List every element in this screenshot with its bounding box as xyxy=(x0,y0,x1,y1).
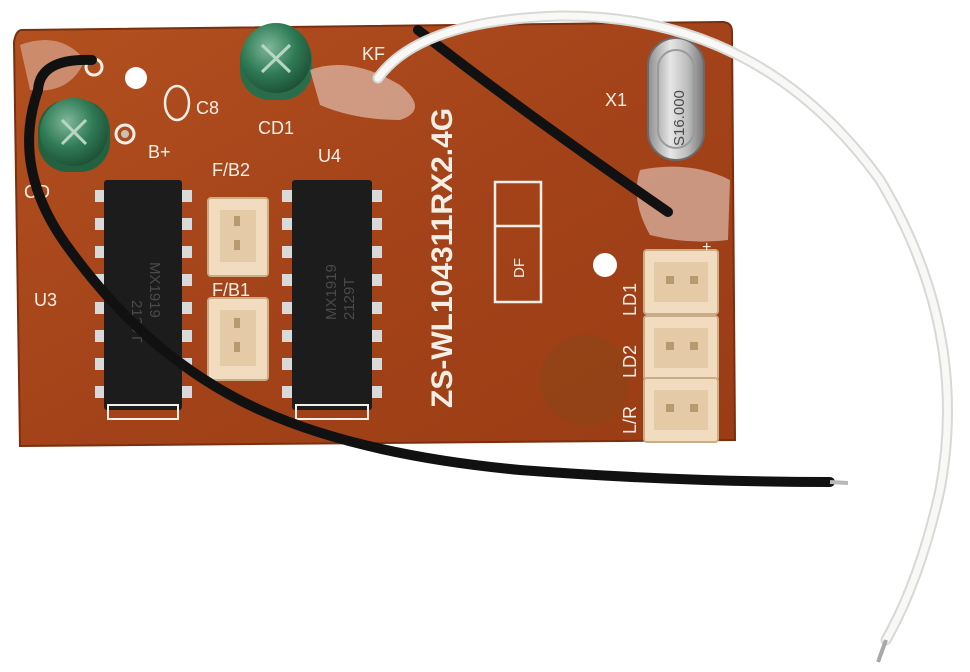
label-cd1: CD1 xyxy=(258,118,294,138)
df-label: DF xyxy=(511,258,528,278)
ic-u4-marking-top: MX1919 xyxy=(323,264,340,320)
df-footprint: DF xyxy=(493,180,543,304)
connector-ld1 xyxy=(643,249,719,315)
label-b-plus: B+ xyxy=(148,142,171,162)
mount-hole xyxy=(593,253,617,277)
pad xyxy=(121,130,129,138)
label-plus: + xyxy=(702,239,711,256)
label-c8: C8 xyxy=(196,98,219,118)
black-antenna-wire xyxy=(24,25,849,487)
label-kf: KF xyxy=(362,44,385,64)
glue-blob xyxy=(310,65,415,120)
glue-blob xyxy=(636,166,730,242)
white-antenna-wire xyxy=(372,10,953,663)
crystal-marking: S16.000 xyxy=(671,90,688,146)
pad xyxy=(114,123,136,145)
label-ld2: LD2 xyxy=(620,345,640,378)
ic-u3-marking-top: MX1919 xyxy=(146,262,163,318)
c8-outline xyxy=(163,84,191,122)
ic-u4-marking-bottom: 2129T xyxy=(341,277,358,320)
label-fb2: F/B2 xyxy=(212,160,250,180)
label-x1: X1 xyxy=(605,90,627,110)
capacitor-cd1 xyxy=(240,23,312,100)
label-fb1: F/B1 xyxy=(212,280,250,300)
label-ld1: LD1 xyxy=(620,283,640,316)
crystal-x1: S16.000 xyxy=(647,37,705,161)
connector-fb2 xyxy=(207,197,269,277)
connector-lr xyxy=(643,377,719,443)
label-u4: U4 xyxy=(318,146,341,166)
label-lr: L/R xyxy=(620,406,640,434)
mount-hole xyxy=(125,67,147,89)
connector-fb1 xyxy=(207,297,269,381)
board-model: ZS-WL104311RX2.4G xyxy=(426,108,459,408)
connector-ld2 xyxy=(643,315,719,381)
ic-u4: MX1919 2129T xyxy=(282,180,382,420)
label-u3: U3 xyxy=(34,290,57,310)
capacitor-cd xyxy=(38,98,110,172)
